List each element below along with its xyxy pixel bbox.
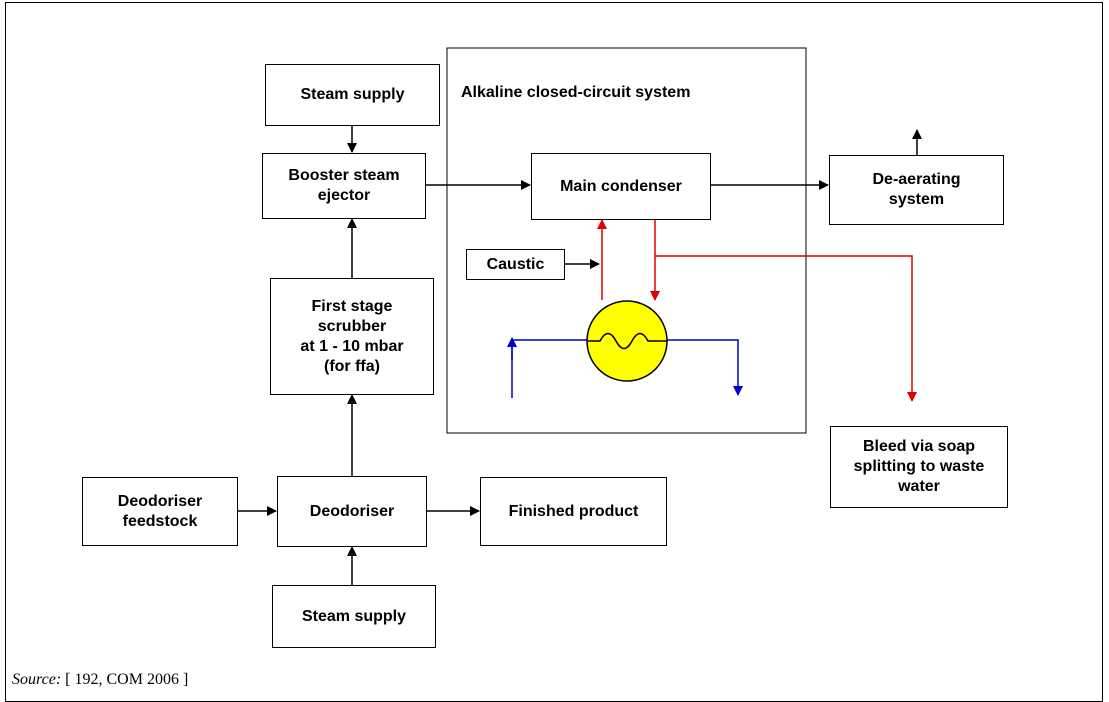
source-ref: [ 192, COM 2006 ]: [65, 671, 189, 688]
source-label: Source:: [12, 671, 62, 688]
bleed-box: Bleed via soap splitting to waste water: [830, 426, 1008, 508]
booster-steam-ejector-label: Booster steam ejector: [288, 167, 400, 204]
steam-supply-top-box: Steam supply: [265, 64, 440, 126]
steam-supply-bottom-box: Steam supply: [272, 585, 436, 648]
source-citation: Source: [ 192, COM 2006 ]: [12, 671, 188, 689]
deodoriser-label: Deodoriser: [309, 502, 395, 520]
main-condenser-label: Main condenser: [560, 177, 682, 195]
first-stage-scrubber-box: First stage scrubber at 1 - 10 mbar (for…: [270, 278, 434, 395]
blue-cooling-in: [511, 339, 588, 398]
caustic-box: Caustic: [466, 249, 565, 280]
deodoriser-feedstock-box: Deodoriser feedstock: [82, 477, 238, 546]
blue-cooling-out: [666, 339, 743, 396]
bleed-label: Bleed via soap splitting to waste water: [853, 438, 985, 495]
de-aerating-system-box: De-aerating system: [829, 155, 1004, 225]
de-aerating-system-label: De-aerating system: [872, 171, 961, 208]
steam-supply-top-label: Steam supply: [300, 86, 405, 103]
finished-product-box: Finished product: [480, 477, 667, 546]
caustic-label: Caustic: [486, 255, 545, 273]
red-bleed-line: [655, 255, 917, 402]
booster-steam-ejector-box: Booster steam ejector: [262, 153, 426, 219]
steam-supply-bottom-label: Steam supply: [301, 607, 407, 625]
main-condenser-box: Main condenser: [531, 153, 711, 220]
deodoriser-box: Deodoriser: [277, 476, 427, 547]
deodoriser-feedstock-label: Deodoriser feedstock: [117, 492, 203, 530]
finished-product-label: Finished product: [508, 502, 639, 520]
heat-exchanger-icon: [586, 300, 668, 382]
alkaline-system-label: Alkaline closed-circuit system: [461, 84, 691, 101]
heat-exchanger-coil: [588, 332, 666, 350]
alkaline-system-boundary: [446, 47, 807, 434]
first-stage-scrubber-label: First stage scrubber at 1 - 10 mbar (for…: [300, 297, 404, 375]
